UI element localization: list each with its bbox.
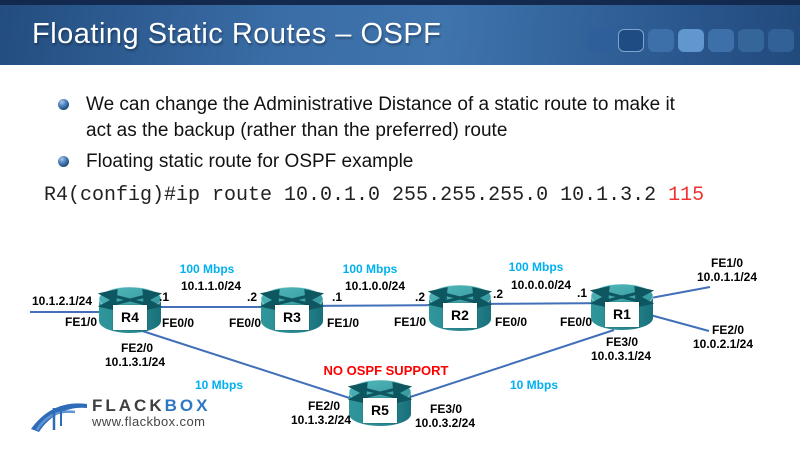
bullet-text: Floating static route for OSPF example xyxy=(86,151,414,172)
router-name: R2 xyxy=(443,303,477,328)
speed-label: 10 Mbps xyxy=(194,378,244,392)
interface-label: FE1/0 xyxy=(326,316,360,330)
interface-label: FE0/0 xyxy=(559,315,593,329)
interface-label: FE1/0 xyxy=(64,315,98,329)
ip-label: 10.0.2.1/24 xyxy=(692,337,754,351)
brand-website: www.flackbox.com xyxy=(92,414,206,429)
header-top-strip xyxy=(0,0,800,5)
router-name: R1 xyxy=(605,302,639,327)
ip-label: 10.0.1.1/24 xyxy=(696,270,758,284)
header-decor-square xyxy=(618,29,644,52)
router-name: R3 xyxy=(275,305,309,330)
bullet-icon xyxy=(58,99,69,110)
warning-label: NO OSPF SUPPORT xyxy=(323,363,449,378)
header-decor-square xyxy=(708,29,734,52)
router-r1: R1 xyxy=(590,281,654,333)
bullet-text: We can change the Administrative Distanc… xyxy=(86,94,675,141)
header-decor-square xyxy=(648,29,674,52)
interface-label: FE0/0 xyxy=(228,316,262,330)
flackbox-logo: FLACKBOX www.flackbox.com xyxy=(30,396,210,438)
ip-label: 10.0.3.1/24 xyxy=(590,349,652,363)
ip-label: 10.0.3.2/24 xyxy=(414,416,476,430)
router-name: R4 xyxy=(113,305,147,330)
router-r4: R4 xyxy=(98,284,162,336)
ip-label: 10.1.3.1/24 xyxy=(104,355,166,369)
interface-label: FE3/0 xyxy=(429,402,463,416)
network-label: 10.1.0.0/24 xyxy=(344,279,406,293)
interface-label: FE2/0 xyxy=(120,341,154,355)
title-bar: Floating Static Routes – OSPF xyxy=(0,5,800,65)
header-decor xyxy=(588,29,794,52)
interface-label: FE2/0 xyxy=(711,323,745,337)
router-r2: R2 xyxy=(428,282,492,334)
host-octet-label: .2 xyxy=(492,287,504,301)
cli-admin-distance: 115 xyxy=(668,184,705,207)
host-octet-label: .2 xyxy=(246,290,258,304)
ip-label: 10.1.2.1/24 xyxy=(31,294,93,308)
speed-label: 100 Mbps xyxy=(179,262,235,276)
host-octet-label: .2 xyxy=(414,290,426,304)
router-r5: R5 xyxy=(348,377,412,429)
interface-label: FE1/0 xyxy=(393,315,427,329)
cli-command: R4(config)#ip route 10.0.1.0 255.255.255… xyxy=(44,184,704,208)
host-octet-label: .1 xyxy=(158,290,170,304)
bridge-icon xyxy=(31,403,87,432)
page-title: Floating Static Routes – OSPF xyxy=(32,18,442,50)
host-octet-label: .1 xyxy=(576,286,588,300)
router-r3: R3 xyxy=(260,284,324,336)
interface-label: FE1/0 xyxy=(710,256,744,270)
header-decor-square xyxy=(588,29,614,52)
interface-label: FE2/0 xyxy=(307,399,341,413)
cli-command-text: R4(config)#ip route 10.0.1.0 255.255.255… xyxy=(44,184,669,207)
speed-label: 100 Mbps xyxy=(342,262,398,276)
header-decor-square xyxy=(768,29,794,52)
brand-second: BOX xyxy=(164,396,211,415)
network-label: 10.0.0.0/24 xyxy=(510,278,572,292)
brand-name: FLACKBOX xyxy=(92,396,210,415)
ip-label: 10.1.3.2/24 xyxy=(290,413,352,427)
interface-label: FE0/0 xyxy=(494,315,528,329)
router-name: R5 xyxy=(363,398,397,423)
interface-label: FE3/0 xyxy=(605,335,639,349)
host-octet-label: .1 xyxy=(331,290,343,304)
interface-label: FE0/0 xyxy=(161,316,195,330)
network-label: 10.1.1.0/24 xyxy=(180,279,242,293)
header-decor-square xyxy=(738,29,764,52)
bullet-icon xyxy=(58,156,69,167)
brand-first: FLACK xyxy=(92,396,165,415)
speed-label: 100 Mbps xyxy=(508,260,564,274)
header-decor-square xyxy=(678,29,704,52)
speed-label: 10 Mbps xyxy=(509,378,559,392)
